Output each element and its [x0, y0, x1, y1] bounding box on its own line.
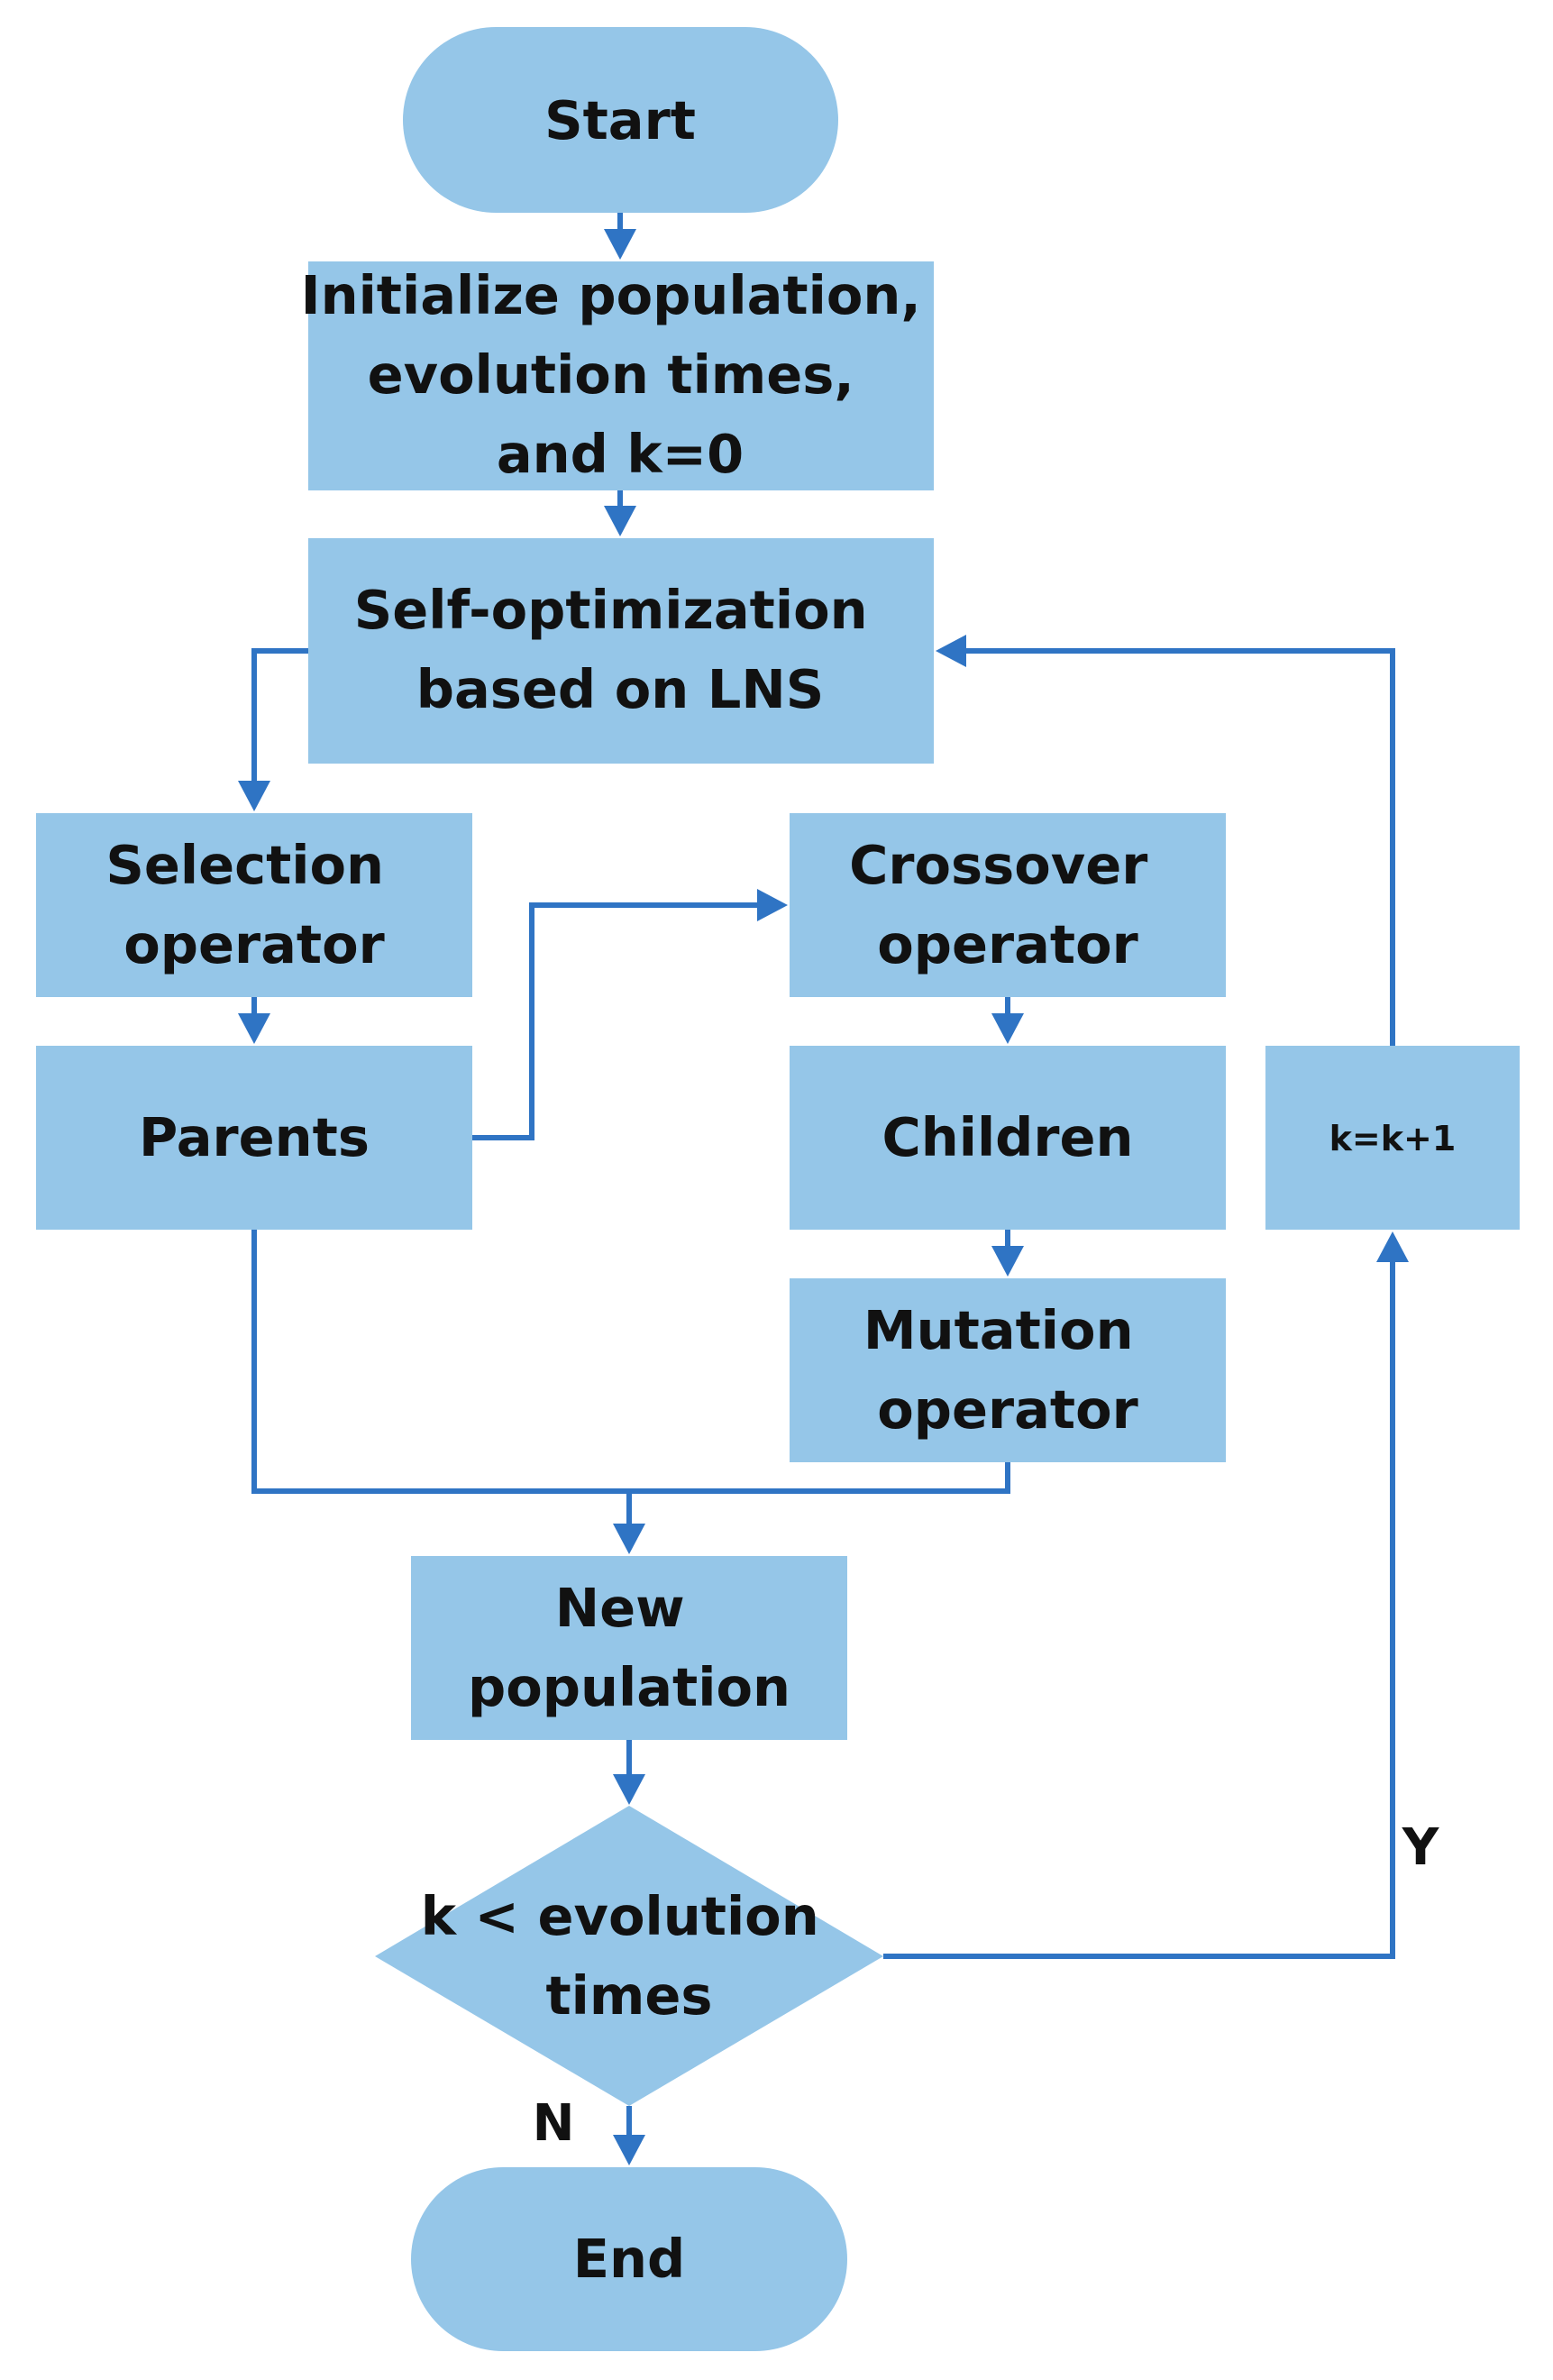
decision-label: k < evolution times — [421, 1885, 838, 2027]
self-optimization-label: Self-optimization based on LNS — [354, 579, 886, 720]
edge-new-population-to-decision — [613, 1740, 645, 1805]
edge-decision-no-to-end — [613, 2106, 645, 2165]
node-parents: Parents — [36, 1046, 472, 1230]
parents-label: Parents — [139, 1106, 370, 1168]
parents-process-shape — [36, 1046, 472, 1230]
node-k-increment: k=k+1 — [1265, 1046, 1520, 1230]
start-label: Start — [544, 89, 696, 151]
new-population-label: New population — [468, 1577, 790, 1718]
edge-selection-to-parents — [238, 997, 270, 1044]
decision-diamond-shape — [375, 1806, 883, 2106]
crossover-process-shape — [790, 813, 1226, 997]
edge-crossover-to-children — [991, 997, 1024, 1044]
edge-children-to-mutation — [991, 1230, 1024, 1277]
node-selection-operator: Selection operator — [36, 813, 472, 997]
mutation-process-shape — [790, 1278, 1226, 1462]
children-process-shape — [790, 1046, 1226, 1230]
edge-k-increment-to-self-optimization — [936, 635, 1395, 1046]
node-mutation-operator: Mutation operator — [790, 1278, 1226, 1462]
node-children: Children — [790, 1046, 1226, 1230]
edge-parents-to-crossover — [472, 889, 788, 1140]
mutation-label: Mutation operator — [863, 1299, 1152, 1441]
end-label: End — [573, 2228, 686, 2290]
edge-decision-yes-to-k-increment — [883, 1231, 1409, 1959]
selection-process-shape — [36, 813, 472, 997]
yes-branch-label: Y — [1402, 1818, 1440, 1877]
initialize-label: Initialize population, evolution times, … — [301, 264, 940, 485]
edge-initialize-to-self-optimization — [604, 490, 636, 536]
node-end: End — [411, 2167, 847, 2351]
initialize-process-shape — [308, 261, 934, 490]
edge-self-optimization-to-selection — [238, 648, 308, 811]
no-branch-label: N — [533, 2094, 575, 2153]
selection-label: Selection operator — [105, 834, 402, 975]
new-population-process-shape — [411, 1556, 847, 1740]
k-increment-process-shape — [1265, 1046, 1520, 1230]
crossover-label: Crossover operator — [849, 834, 1166, 975]
end-terminal-shape — [411, 2167, 847, 2351]
children-label: Children — [882, 1106, 1133, 1168]
node-initialize: Initialize population, evolution times, … — [301, 261, 940, 490]
node-new-population: New population — [411, 1556, 847, 1740]
edge-merge-to-new-population — [613, 1491, 645, 1554]
node-self-optimization: Self-optimization based on LNS — [308, 538, 934, 764]
k-increment-label: k=k+1 — [1329, 1119, 1457, 1158]
node-crossover-operator: Crossover operator — [790, 813, 1226, 997]
edge-start-to-initialize — [604, 213, 636, 260]
start-terminal-shape — [403, 27, 838, 213]
node-decision: k < evolution times — [375, 1806, 883, 2106]
node-start: Start — [403, 27, 838, 213]
self-optimization-process-shape — [308, 538, 934, 764]
